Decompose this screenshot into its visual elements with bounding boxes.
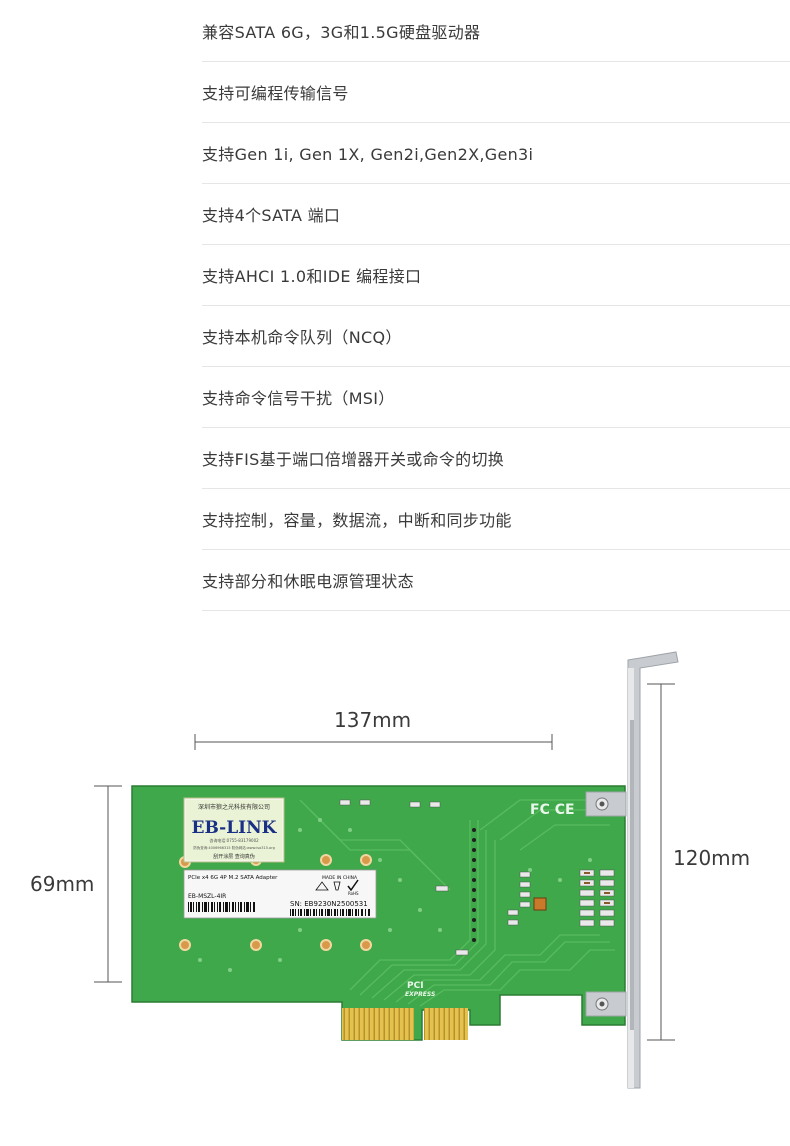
feature-item: 支持FIS基于端口倍增器开关或命令的切换 bbox=[202, 428, 790, 489]
rohs-check-icon bbox=[347, 879, 359, 892]
feature-text: 支持可编程传输信号 bbox=[202, 84, 349, 103]
feature-item: 支持命令信号干扰（MSI） bbox=[202, 367, 790, 428]
length-dimension-line bbox=[194, 734, 553, 750]
feature-item: 兼容SATA 6G，3G和1.5G硬盘驱动器 bbox=[202, 0, 790, 62]
feature-text: 兼容SATA 6G，3G和1.5G硬盘驱动器 bbox=[202, 22, 481, 42]
weee-bin-icon bbox=[333, 881, 341, 891]
label-title: PCIe x4 6G 4P M.2 SATA Adapter bbox=[188, 875, 278, 881]
label-model: EB-MSZL-4IR bbox=[188, 893, 226, 900]
feature-list: 兼容SATA 6G，3G和1.5G硬盘驱动器 支持可编程传输信号 支持Gen 1… bbox=[202, 0, 790, 611]
feature-item: 支持控制，容量，数据流，中断和同步功能 bbox=[202, 489, 790, 550]
sticker-phone: 咨询电话:0755-83179002 bbox=[209, 837, 259, 843]
bracket-screw-bottom bbox=[585, 991, 627, 1017]
feature-text: 支持部分和休眠电源管理状态 bbox=[202, 572, 414, 591]
sticker-brand: EB-LINK bbox=[192, 818, 278, 838]
feature-text: 支持4个SATA 端口 bbox=[202, 206, 341, 225]
feature-item: 支持Gen 1i, Gen 1X, Gen2i,Gen2X,Gen3i bbox=[202, 123, 790, 184]
card-height-dimension-line bbox=[94, 785, 122, 983]
feature-text: 支持命令信号干扰（MSI） bbox=[202, 389, 395, 408]
product-label: PCIe x4 6G 4P M.2 SATA Adapter MADE IN C… bbox=[183, 869, 377, 919]
pci-logo-top: PCI bbox=[407, 981, 424, 991]
label-made-in: MADE IN CHINA bbox=[322, 875, 358, 881]
feature-item: 支持本机命令队列（NCQ） bbox=[202, 306, 790, 367]
pcie-card-illustration: FC CE PCI EXPRESS 深圳市狼之光科技有限公司 EB-LINK 咨… bbox=[94, 651, 679, 1089]
sticker-anti-fake: 防伪查询:4006966315 防伪网站:www.iso315.org bbox=[193, 845, 275, 850]
label-rohs: RoHS bbox=[348, 891, 359, 896]
feature-text: 支持Gen 1i, Gen 1X, Gen2i,Gen2X,Gen3i bbox=[202, 145, 534, 164]
bracket-height-dimension-label: 120mm bbox=[673, 846, 751, 870]
metal-bracket bbox=[627, 651, 679, 1089]
feature-text: 支持FIS基于端口倍增器开关或命令的切换 bbox=[202, 450, 505, 469]
cert-marks: FC CE bbox=[530, 802, 575, 818]
feature-text: 支持本机命令队列（NCQ） bbox=[202, 328, 402, 347]
feature-item: 支持可编程传输信号 bbox=[202, 62, 790, 123]
esd-warning-icon bbox=[315, 881, 329, 891]
feature-item: 支持AHCI 1.0和IDE 编程接口 bbox=[202, 245, 790, 306]
length-dimension-label: 137mm bbox=[334, 708, 412, 732]
sticker-company: 深圳市狼之光科技有限公司 bbox=[198, 803, 270, 811]
feature-text: 支持控制，容量，数据流，中断和同步功能 bbox=[202, 511, 512, 530]
sticker-scratch: 刮开涂层 查询真伪 bbox=[213, 853, 255, 860]
label-sn: SN: EB9230N2500531 bbox=[290, 900, 368, 908]
brand-sticker: 深圳市狼之光科技有限公司 EB-LINK 咨询电话:0755-83179002 … bbox=[183, 797, 285, 863]
pci-logo-bottom: EXPRESS bbox=[405, 991, 435, 998]
feature-text: 支持AHCI 1.0和IDE 编程接口 bbox=[202, 267, 422, 286]
feature-item: 支持4个SATA 端口 bbox=[202, 184, 790, 245]
bracket-height-dimension-line bbox=[647, 683, 675, 1041]
feature-item: 支持部分和休眠电源管理状态 bbox=[202, 550, 790, 611]
model-barcode bbox=[188, 902, 255, 912]
card-height-dimension-label: 69mm bbox=[30, 872, 95, 896]
gold-fingers bbox=[342, 1008, 468, 1040]
sn-barcode bbox=[290, 909, 370, 916]
bracket-screw-top bbox=[585, 791, 627, 817]
chip-component bbox=[533, 897, 547, 911]
